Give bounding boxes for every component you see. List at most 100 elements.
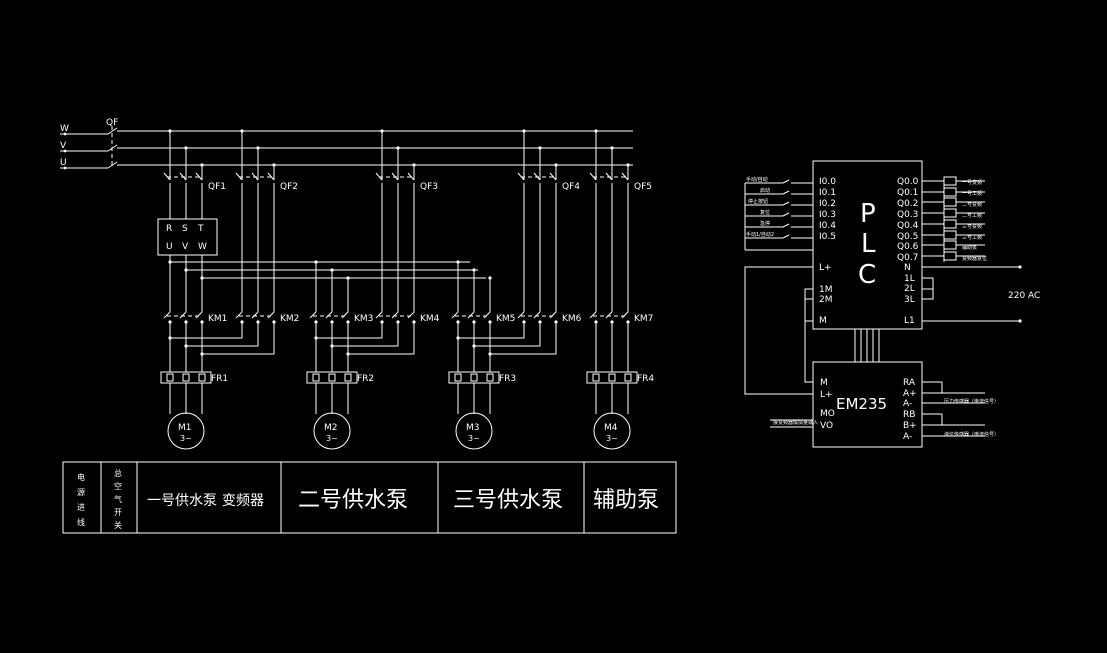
plc-output-label-7: 变频器复位 bbox=[962, 255, 987, 262]
motor-label-m4: M4 bbox=[604, 423, 618, 433]
contactor-label-km5: KM5 bbox=[496, 314, 515, 324]
plc-input-label-3: 复位 bbox=[760, 209, 770, 216]
relay-coil-3 bbox=[943, 208, 957, 218]
plc-terminal-1m: 1M bbox=[819, 285, 833, 295]
title-cell2-char3: 气 bbox=[114, 494, 122, 504]
plc-output-q07: Q0.7 bbox=[897, 253, 918, 263]
plc-input-i00: I0.0 bbox=[819, 177, 836, 187]
plc-terminal-l1: L1 bbox=[904, 316, 915, 326]
em235-terminal-aplus: A+ bbox=[903, 389, 917, 399]
plc-terminal-n: N bbox=[904, 263, 911, 273]
thermal-relay-label-fr2: FR2 bbox=[357, 374, 374, 384]
plc-terminal-m: M bbox=[819, 316, 827, 326]
plc-terminal-2m: 2M bbox=[819, 295, 833, 305]
plc-input-label-5: 手动1/自动2 bbox=[746, 231, 774, 238]
title-cell2-char1: 总 bbox=[114, 468, 122, 478]
thermal-relay-label-fr1: FR1 bbox=[211, 374, 228, 384]
plc-title-p: P bbox=[860, 199, 876, 229]
inverter-out-u: U bbox=[166, 242, 173, 252]
motor-label-m3: M3 bbox=[466, 423, 480, 433]
plc-terminal-3l: 3L bbox=[904, 295, 915, 305]
plc-output-q06: Q0.6 bbox=[897, 242, 919, 252]
motor-phase-m1: 3~ bbox=[180, 434, 192, 443]
motor-phase-m4: 3~ bbox=[606, 434, 618, 443]
breaker-qf1: QF1 bbox=[163, 129, 226, 192]
plc-input-label-0: 手动/自动 bbox=[746, 176, 768, 183]
main-breaker-label: QF bbox=[106, 118, 118, 128]
em235-block: EM235 M L+ MO VO RA A+ A- RB B+ A- 接变频器模… bbox=[744, 266, 999, 448]
plc-output-q04: Q0.4 bbox=[897, 221, 919, 231]
merge-wiring-2 bbox=[314, 335, 415, 356]
breaker-label-qf3: QF3 bbox=[420, 182, 438, 192]
contactor-km3: KM3 bbox=[309, 311, 373, 335]
contactor-km1: KM1 bbox=[163, 311, 227, 335]
merge-wiring-3 bbox=[456, 335, 557, 356]
em235-terminal-rb: RB bbox=[903, 410, 915, 420]
title-cell1-char1: 电 bbox=[77, 472, 85, 482]
title-pump3: 三号供水泵 bbox=[453, 488, 563, 513]
plc-output-q03: Q0.3 bbox=[897, 210, 918, 220]
title-pump1: 一号供水泵 bbox=[147, 493, 217, 509]
plc-output-q02: Q0.2 bbox=[897, 199, 918, 209]
phase-u-label: U bbox=[60, 158, 67, 168]
motor-phase-m2: 3~ bbox=[326, 434, 338, 443]
motor-label-m1: M1 bbox=[178, 423, 192, 433]
breaker-qf2: QF2 bbox=[235, 129, 298, 192]
title-cell2-char2: 空 bbox=[114, 481, 122, 491]
plc-output-q00: Q0.0 bbox=[897, 177, 919, 187]
relay-coil-2 bbox=[943, 197, 957, 207]
em235-terminal-lplus: L+ bbox=[820, 390, 833, 400]
plc-output-label-2: 二号变频 bbox=[962, 201, 982, 208]
em235-b-label: 液位传感器（电流信号） bbox=[944, 431, 999, 438]
plc-input-i03: I0.3 bbox=[819, 210, 836, 220]
em235-terminal-aminus: A- bbox=[903, 399, 912, 409]
motor-m2 bbox=[313, 412, 351, 450]
contactor-label-km1: KM1 bbox=[208, 314, 227, 324]
motor-m1 bbox=[167, 412, 205, 450]
plc-input-i05: I0.5 bbox=[819, 232, 836, 242]
inverter-out-v: V bbox=[182, 242, 189, 252]
title-cell1-char3: 进 bbox=[77, 503, 85, 512]
plc-output-q05: Q0.5 bbox=[897, 232, 918, 242]
breaker-label-qf2: QF2 bbox=[280, 182, 298, 192]
plc-input-label-2: 停止按钮 bbox=[748, 198, 768, 205]
plc-input-label-1: 启动 bbox=[760, 187, 770, 194]
plc-terminal-1l: 1L bbox=[904, 274, 915, 284]
plc-output-label-4: 三号变频 bbox=[962, 223, 982, 230]
em235-terminal-vo: VO bbox=[820, 421, 833, 431]
contactor-km4: KM4 bbox=[375, 311, 440, 335]
em235-terminal-mo: MO bbox=[820, 409, 835, 419]
em235-terminal-bplus: B+ bbox=[903, 421, 917, 431]
title-cell1-char4: 线 bbox=[77, 517, 85, 527]
thermal-relay-label-fr4: FR4 bbox=[637, 374, 654, 384]
plc-terminal-2l: 2L bbox=[904, 284, 915, 294]
plc-title-c: C bbox=[858, 260, 876, 290]
contactor-label-km3: KM3 bbox=[354, 314, 373, 324]
plc-input-wiring bbox=[744, 179, 813, 251]
plc-block: P L C I0.0 I0.1 I0.2 I0.3 I0.4 I0.5 L+ 1… bbox=[746, 160, 1040, 362]
title-aux-pump: 辅助泵 bbox=[593, 488, 659, 513]
em235-vo-label: 接变频器模拟量输入 bbox=[773, 419, 818, 426]
contactor-km7: KM7 bbox=[589, 311, 653, 335]
contactor-label-km7: KM7 bbox=[634, 314, 653, 324]
em235-a-label: 压力传感器（电流信号） bbox=[944, 398, 999, 405]
contactor-label-km6: KM6 bbox=[562, 314, 582, 324]
relay-coil-0 bbox=[943, 176, 957, 186]
plc-output-label-6: 辅助泵 bbox=[962, 244, 977, 251]
phase-w-label: W bbox=[60, 124, 69, 134]
contactor-km2: KM2 bbox=[235, 311, 299, 335]
inverter-in-r: R bbox=[166, 224, 172, 234]
plc-input-label-4: 急停 bbox=[760, 220, 770, 227]
plc-output-label-5: 三号工频 bbox=[962, 234, 982, 241]
relay-coil-1 bbox=[943, 187, 957, 197]
plc-output-q01: Q0.1 bbox=[897, 188, 918, 198]
plc-input-i02: I0.2 bbox=[819, 199, 836, 209]
breaker-qf5: QF5 bbox=[589, 129, 652, 192]
breaker-qf3: QF3 bbox=[375, 129, 438, 192]
